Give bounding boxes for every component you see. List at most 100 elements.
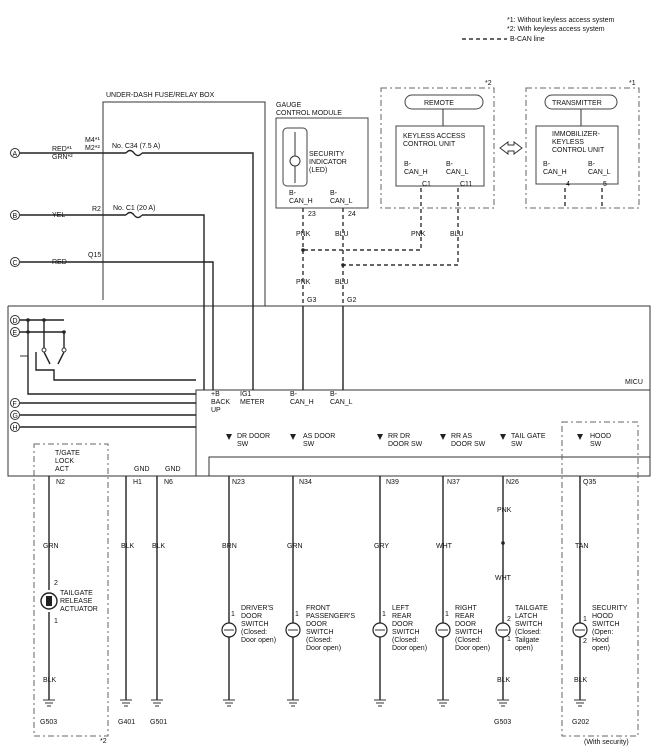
- svg-text:CAN_L: CAN_L: [588, 169, 611, 176]
- tgate-label-3: ACT: [55, 466, 70, 473]
- svg-text:SWITCH: SWITCH: [241, 621, 269, 628]
- svg-text:(Closed:: (Closed:: [392, 637, 418, 644]
- svg-text:Tailgate: Tailgate: [515, 637, 539, 644]
- svg-text:1: 1: [231, 611, 235, 618]
- svg-text:LEFT: LEFT: [392, 605, 410, 612]
- svg-text:AS DOOR: AS DOOR: [303, 433, 335, 440]
- ground-g501: G501: [150, 719, 167, 726]
- svg-text:2: 2: [583, 638, 587, 645]
- svg-text:WHT: WHT: [436, 543, 453, 550]
- keyless-wire-blu: BLU: [450, 231, 464, 238]
- pin-h1: H1: [133, 479, 142, 486]
- micu-bcanh-2: CAN_H: [290, 399, 314, 406]
- ground-g202: G202: [572, 719, 589, 726]
- svg-text:(Closed:: (Closed:: [241, 629, 267, 636]
- micu-backup-1: +B: [211, 391, 220, 398]
- svg-text:1: 1: [382, 611, 386, 618]
- micu-bcanl-1: B-: [330, 391, 338, 398]
- svg-text:DOOR SW: DOOR SW: [388, 441, 423, 448]
- svg-text:PNK: PNK: [497, 507, 512, 514]
- svg-text:1: 1: [445, 611, 449, 618]
- svg-text:B-: B-: [404, 161, 412, 168]
- fuse-box-outline: [102, 101, 266, 306]
- pin-n2: N2: [56, 479, 65, 486]
- svg-text:C: C: [13, 260, 18, 267]
- svg-text:SW: SW: [303, 441, 315, 448]
- ground-g503-actuator: G503: [40, 719, 57, 726]
- svg-text:KEYLESS ACCESS: KEYLESS ACCESS: [403, 133, 466, 140]
- wire-a-color2: GRN*²: [52, 154, 73, 161]
- svg-text:DOOR: DOOR: [306, 621, 327, 628]
- svg-text:(Closed:: (Closed:: [515, 629, 541, 636]
- keyless-pin-c1: C1: [422, 181, 431, 188]
- bus-pnk-1: PNK: [296, 231, 311, 238]
- relay-switch-1: [43, 351, 51, 365]
- fuse-box-title: UNDER-DASH FUSE/RELAY BOX: [106, 92, 215, 99]
- remote-box: [404, 94, 484, 110]
- svg-text:HOOD: HOOD: [592, 613, 613, 620]
- svg-text:REMOTE: REMOTE: [424, 100, 454, 107]
- pin-r2: R2: [92, 206, 101, 213]
- svg-text:D: D: [13, 318, 18, 325]
- svg-text:DRIVER'S: DRIVER'S: [241, 605, 274, 612]
- pin-g3: G3: [307, 297, 316, 304]
- svg-text:TAN: TAN: [575, 543, 588, 550]
- ground-g503-tailgate: G503: [494, 719, 511, 726]
- connector-f: F: [10, 398, 20, 408]
- svg-text:B: B: [13, 213, 18, 220]
- svg-text:1: 1: [507, 636, 511, 643]
- svg-text:2: 2: [54, 580, 58, 587]
- hood-blk: BLK: [574, 677, 588, 684]
- svg-text:SWITCH: SWITCH: [392, 629, 420, 636]
- ground-g401: G401: [118, 719, 135, 726]
- svg-text:SECURITY: SECURITY: [592, 605, 628, 612]
- pin-n23: N23: [232, 479, 245, 486]
- svg-text:CAN_H: CAN_H: [404, 169, 428, 176]
- tailgate-actuator-motor-icon: [40, 592, 58, 610]
- svg-text:TRANSMITTER: TRANSMITTER: [552, 100, 602, 107]
- pin-n26: N26: [506, 479, 519, 486]
- svg-text:G: G: [13, 413, 18, 420]
- wire-c: [20, 261, 214, 390]
- svg-text:FRONT: FRONT: [306, 605, 331, 612]
- svg-text:DOOR SW: DOOR SW: [451, 441, 486, 448]
- svg-text:SW: SW: [511, 441, 523, 448]
- micu-meter: METER: [240, 399, 265, 406]
- left-rear-door-switch-icon: [372, 622, 388, 638]
- security-indicator-1: SECURITY: [309, 151, 345, 158]
- connector-e: E: [10, 327, 20, 337]
- svg-text:Door open): Door open): [306, 645, 341, 652]
- connector-g: G: [10, 410, 20, 420]
- immobilizer-outer: [525, 87, 640, 209]
- bus-blu-1: BLU: [335, 231, 349, 238]
- svg-text:RR AS: RR AS: [451, 433, 472, 440]
- bus-blu-2: BLU: [335, 279, 349, 286]
- svg-text:KEYLESS: KEYLESS: [552, 139, 584, 146]
- wire-a-to-micu: [142, 152, 254, 390]
- micu-ig1: IG1: [240, 391, 251, 398]
- security-note: (With security): [584, 739, 629, 746]
- pin-m2: M2*²: [85, 145, 100, 152]
- wire-b-to-micu: [142, 214, 205, 390]
- svg-text:B-: B-: [446, 161, 454, 168]
- micu-title: MICU: [625, 379, 643, 386]
- gauge-title-1: GAUGE: [276, 102, 302, 109]
- bcanh-keyless: [303, 188, 422, 251]
- pin-q15: Q15: [88, 252, 101, 259]
- immobilizer-unit-box: [535, 125, 619, 185]
- tailgate-latch-switch-icon: [495, 622, 511, 638]
- micu-input-as-door: AS DOOR SW: [290, 433, 335, 448]
- wire-b-color: YEL: [52, 212, 65, 219]
- svg-text:HOOD: HOOD: [590, 433, 611, 440]
- micu-input-hood: HOOD SW: [577, 433, 611, 448]
- svg-text:CONTROL UNIT: CONTROL UNIT: [552, 147, 605, 154]
- svg-text:SW: SW: [237, 441, 249, 448]
- gnd-label-2: GND: [165, 466, 181, 473]
- micu-bcanh-1: B-: [290, 391, 298, 398]
- link-arrow-icon: [499, 141, 523, 155]
- security-indicator-2: INDICATOR: [309, 159, 347, 166]
- svg-text:Door open): Door open): [392, 645, 427, 652]
- svg-text:GRN: GRN: [287, 543, 303, 550]
- gauge-pin-23: 23: [308, 211, 316, 218]
- svg-text:SW: SW: [590, 441, 602, 448]
